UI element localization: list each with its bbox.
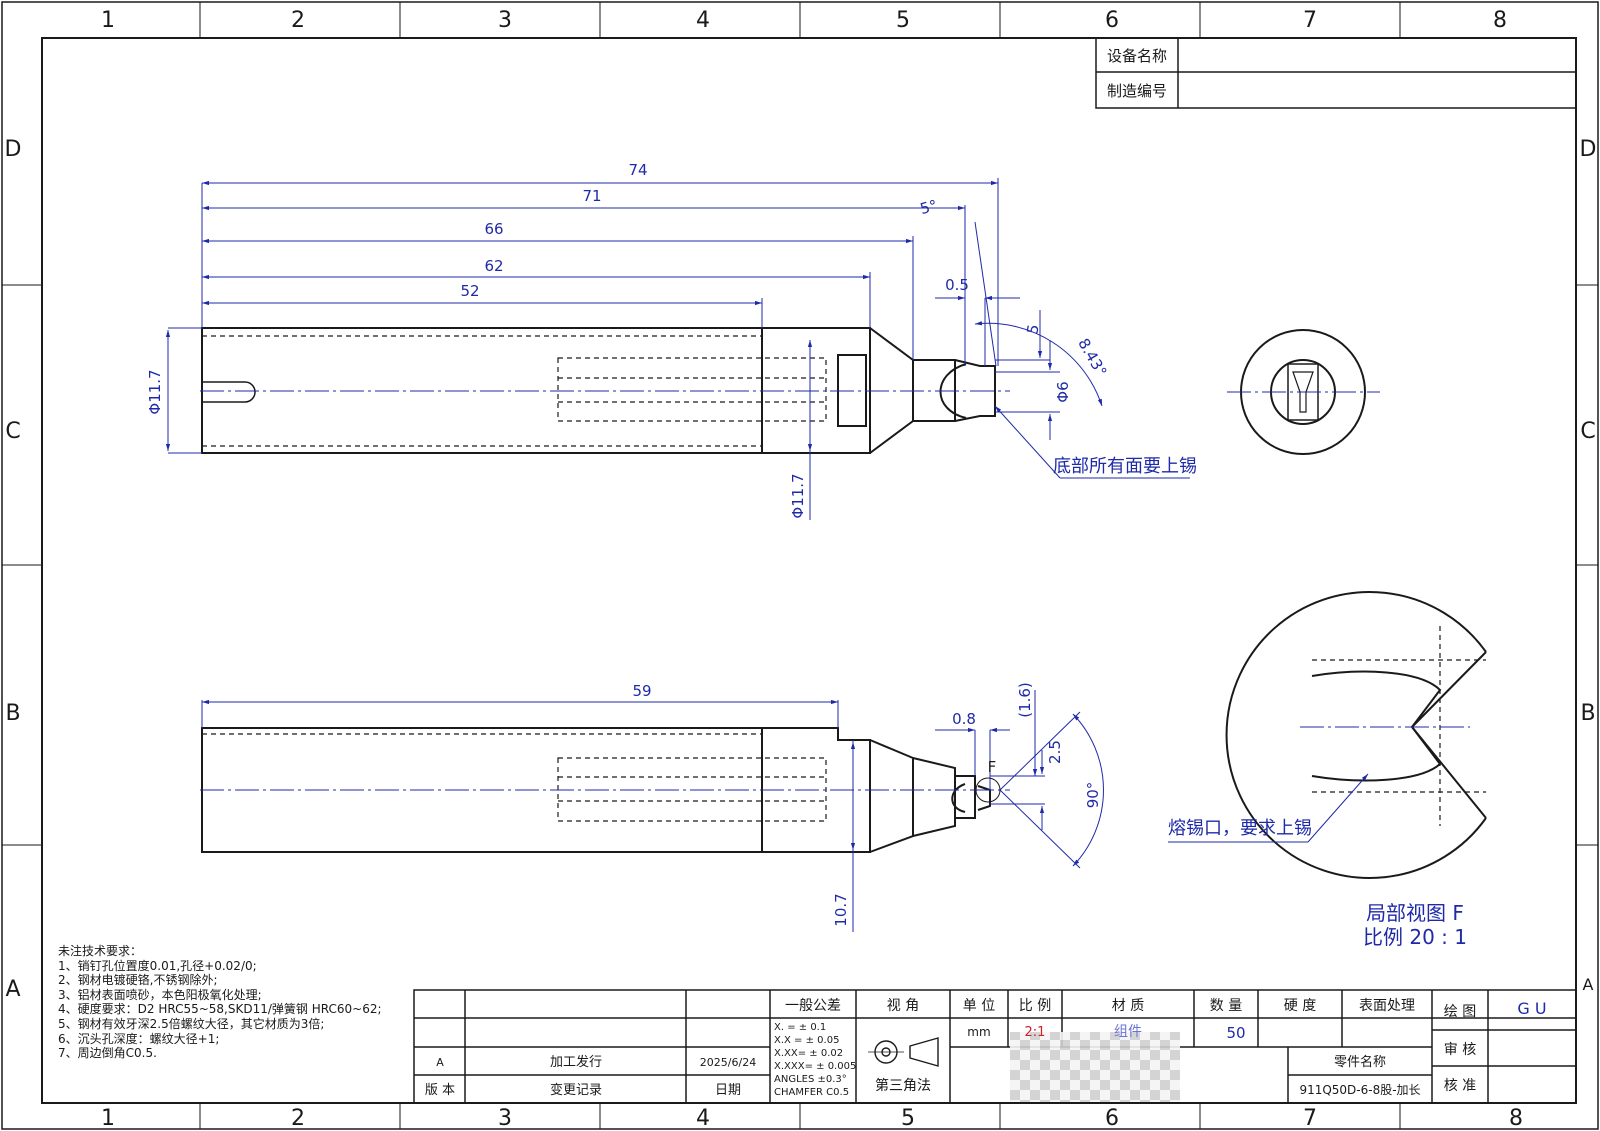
scale-label: 比 例 (1019, 998, 1051, 1014)
zone-top-1: 1 (101, 8, 115, 33)
dim-52: 52 (460, 282, 479, 300)
tol-line-1: X. = ± 0.1 (774, 1022, 826, 1033)
detail-title: 局部视图 F (1366, 901, 1464, 925)
row-right-a: A (1583, 975, 1594, 994)
tech-note-5: 5、钢材有效牙深2.5倍螺纹大径，其它材质为3倍; (58, 1016, 325, 1031)
tol-line-5: ANGLES ±0.3° (774, 1074, 847, 1085)
dim-dia-small: Φ6 (1054, 381, 1072, 402)
zone-bottom-2: 2 (291, 1106, 305, 1131)
rev-col-label: 版 本 (425, 1083, 455, 1098)
dim-angle-90: 90° (1084, 782, 1102, 809)
tol-line-6: CHAMFER C0.5 (774, 1087, 849, 1098)
view-label: 视 角 (887, 998, 919, 1014)
dim-dia-left: Φ11.7 (146, 369, 164, 414)
zone-top-3: 3 (498, 8, 512, 33)
surface-label: 表面处理 (1359, 998, 1415, 1014)
part-name-value: 911Q50D-6-8股-加长 (1299, 1083, 1420, 1097)
zone-top-4: 4 (696, 8, 710, 33)
note-solder-port: 熔锡口，要求上锡 (1168, 818, 1312, 839)
header-box: 设备名称 制造编号 (1095, 37, 1577, 109)
dim-5: 5 (1023, 323, 1042, 336)
row-right-d: D (1580, 137, 1597, 162)
end-view (1227, 329, 1380, 455)
top-view: 74 71 66 62 52 5° 0.5 5 8.43° Φ11.7 Φ11.… (146, 161, 1197, 520)
detail-scale: 比例 20 : 1 (1363, 925, 1467, 949)
blurred-stamp (1010, 1032, 1180, 1102)
zone-bottom-4: 4 (696, 1106, 710, 1131)
rev-letter: A (436, 1056, 444, 1069)
dim-71: 71 (582, 187, 601, 205)
dim-2-5: 2.5 (1046, 740, 1064, 764)
row-left-a: A (5, 977, 20, 1002)
change-label: 变更记录 (550, 1082, 602, 1098)
bottom-view: 59 0.8 (1.6) 2.5 90° 10.7 F (200, 682, 1104, 932)
zone-top-5: 5 (896, 8, 910, 33)
row-left-d: D (5, 137, 22, 162)
zone-top-8: 8 (1493, 8, 1507, 33)
unit-value: mm (967, 1025, 990, 1039)
tol-line-3: X.XX= ± 0.02 (774, 1048, 843, 1059)
equipment-name-label: 设备名称 (1107, 47, 1167, 65)
rev-date: 2025/6/24 (700, 1056, 756, 1069)
dim-66: 66 (484, 220, 503, 238)
tech-note-3: 3、铝材表面喷砂，本色阳极氧化处理; (58, 987, 262, 1002)
hardness-label: 硬 度 (1284, 998, 1316, 1014)
dim-1-6: (1.6) (1016, 682, 1034, 718)
note-solder-bottom: 底部所有面要上锡 (1053, 456, 1197, 477)
tech-note-7: 7、周边倒角C0.5. (58, 1046, 157, 1061)
dim-0-8: 0.8 (952, 710, 976, 728)
dim-dia-bottom: Φ11.7 (789, 473, 807, 518)
zone-bottom-1: 1 (101, 1106, 115, 1131)
dim-62: 62 (484, 257, 503, 275)
zone-bottom-3: 3 (498, 1106, 512, 1131)
tech-note-2: 2、钢材电镀硬铬,不锈钢除外; (58, 973, 218, 988)
row-left-c: C (5, 419, 20, 444)
zone-labels: 1 2 3 4 5 6 7 8 1 2 3 4 5 6 7 8 D C B A … (5, 8, 1597, 1131)
detail-view: 熔锡口，要求上锡 局部视图 F 比例 20 : 1 (1168, 591, 1487, 949)
tech-note-6: 6、沉头孔深度：螺纹大径+1; (58, 1031, 220, 1046)
general-tol-label: 一般公差 (785, 998, 841, 1014)
row-left-b: B (5, 701, 20, 726)
serial-number-label: 制造编号 (1107, 82, 1167, 100)
tol-line-4: X.XXX= ± 0.005 (774, 1061, 856, 1072)
zone-top-7: 7 (1303, 8, 1317, 33)
qty-value: 50 (1226, 1024, 1245, 1042)
zone-top-2: 2 (291, 8, 305, 33)
scale-value: 2:1 (1025, 1025, 1046, 1040)
dim-0-5: 0.5 (945, 276, 969, 294)
rev-desc: 加工发行 (550, 1054, 602, 1070)
dim-74: 74 (628, 161, 647, 179)
dim-angle-arc: 8.43° (1074, 335, 1110, 379)
draw-label: 绘 图 (1444, 1004, 1476, 1020)
dim-59: 59 (632, 682, 651, 700)
zone-bottom-7: 7 (1303, 1106, 1317, 1131)
dim-angle-5deg: 5° (918, 196, 939, 218)
zone-bottom-6: 6 (1105, 1106, 1119, 1131)
tol-line-2: X.X = ± 0.05 (774, 1035, 839, 1046)
detail-marker-f: F (988, 758, 997, 776)
approve-label: 核 准 (1444, 1078, 1476, 1094)
title-block: A 加工发行 2025/6/24 版 本 变更记录 日期 一般公差 视 角 第三… (413, 989, 1577, 1104)
zone-bottom-8: 8 (1509, 1106, 1523, 1131)
part-name-label: 零件名称 (1334, 1054, 1386, 1070)
tech-note-1: 1、销钉孔位置度0.01,孔径+0.02/0; (58, 958, 257, 973)
dim-10-7: 10.7 (832, 893, 850, 926)
tech-notes-title: 未注技术要求： (58, 944, 143, 958)
zone-bottom-5: 5 (901, 1106, 915, 1131)
material-value: 组件 (1114, 1024, 1142, 1040)
tech-note-4: 4、硬度要求：D2 HRC55~58,SKD11/弹簧钢 HRC60~62; (58, 1002, 382, 1017)
unit-label: 单 位 (963, 998, 995, 1014)
review-label: 审 核 (1444, 1042, 1476, 1058)
row-right-b: B (1580, 701, 1595, 726)
projection-label: 第三角法 (875, 1077, 931, 1094)
draw-value: G U (1517, 999, 1546, 1018)
row-right-c: C (1580, 419, 1595, 444)
third-angle-icon (868, 1037, 939, 1067)
date-label: 日期 (715, 1083, 741, 1098)
zone-top-6: 6 (1105, 8, 1119, 33)
qty-label: 数 量 (1210, 998, 1242, 1014)
material-label: 材 质 (1112, 998, 1144, 1014)
technical-notes: 未注技术要求： 1、销钉孔位置度0.01,孔径+0.02/0; 2、钢材电镀硬铬… (58, 944, 382, 1061)
